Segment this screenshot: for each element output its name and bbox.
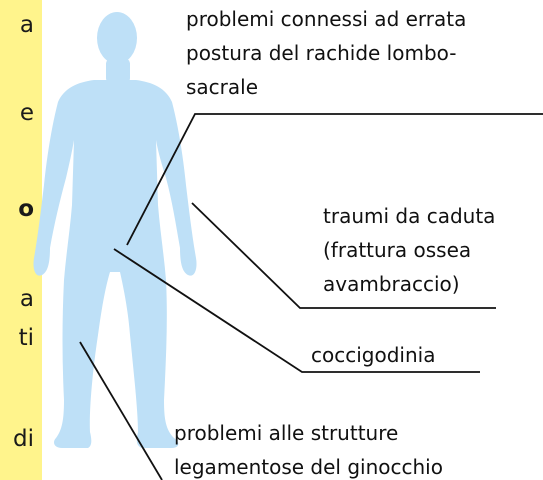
panel-fragment: a [19,286,34,312]
label-line: sacrale [186,75,259,99]
leader-line-posture [126,113,543,246]
label-line: problemi connessi ad errata [186,7,467,31]
label-line: problemi alle strutture [174,421,399,445]
panel-fragment: o [18,196,34,222]
leader-line-knee [79,341,163,480]
label-coccygodynia: coccigodinia [311,338,435,372]
figure-neck [106,58,130,84]
label-line: coccigodinia [311,343,436,367]
label-posture-problems: problemi connessi ad errata postura del … [186,2,466,104]
label-line: legamentose del ginocchio [174,455,443,479]
figure-head [97,12,137,64]
label-line: traumi da caduta [323,204,496,228]
label-knee-ligaments: problemi alle strutture legamentose del … [174,416,443,480]
leader-line-coccyx [113,248,480,373]
human-figure [33,12,197,448]
side-text-panel: a e o a ti di [0,0,42,480]
leader-line-fall [191,202,496,309]
panel-fragment: a [19,12,34,38]
pointer-lines [79,113,543,480]
figure-body [33,80,197,448]
panel-fragment: di [13,426,34,452]
panel-fragment: e [19,100,34,126]
panel-fragment: ti [18,325,34,351]
label-line: (frattura ossea [323,238,472,262]
label-fall-trauma: traumi da caduta (frattura ossea avambra… [323,199,495,301]
label-line: avambraccio) [323,272,460,296]
label-line: postura del rachide lombo- [186,41,457,65]
